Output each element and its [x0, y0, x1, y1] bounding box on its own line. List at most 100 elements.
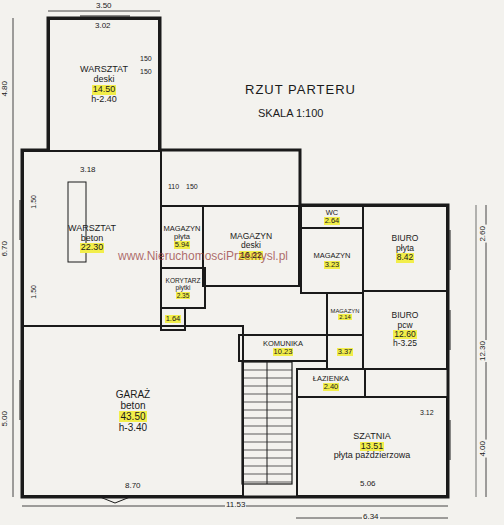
room-text: BIURO: [392, 234, 419, 243]
room-area: 5.94: [174, 241, 191, 249]
room-text: MAGAZYN: [230, 232, 272, 241]
room-text: WARSZTAT: [68, 224, 116, 234]
room-area: 2.14: [338, 314, 351, 320]
room-area: 2.64: [324, 217, 341, 225]
room: KORYTARZpłytki2.35: [160, 267, 206, 309]
room-area: 10.23: [273, 348, 294, 356]
room-area: 3.37: [337, 348, 354, 356]
dimension: 150: [140, 68, 152, 75]
room: MAGAZYNdeski16.22: [202, 205, 300, 287]
room-text: BIURO: [392, 311, 419, 320]
room: WARSZTATbeton22.30: [22, 150, 162, 327]
stair-step: [242, 426, 292, 427]
window: [450, 420, 451, 460]
room-area: 2.35: [176, 292, 191, 299]
room-area: 2.40: [323, 383, 340, 391]
room-area: 3.23: [324, 261, 341, 269]
dimension-line: [476, 205, 477, 497]
dimension: 150: [186, 183, 198, 190]
window: [20, 380, 21, 420]
dimension: 4.80: [1, 80, 9, 98]
room: MAGAZYN3.23: [300, 227, 364, 294]
stair-step: [242, 482, 292, 483]
stair-step: [242, 474, 292, 475]
room-text: płyta paździerzowa: [334, 451, 411, 461]
dimension: 3.02: [95, 22, 111, 30]
dimension: 1.50: [30, 285, 37, 299]
window: [80, 16, 130, 17]
room: WC2.64: [300, 205, 364, 229]
room: 3.37: [326, 334, 364, 370]
stair-step: [242, 370, 292, 371]
stair-step: [242, 386, 292, 387]
room-text: GARAŻ: [116, 389, 150, 400]
room: 1.64: [160, 307, 186, 331]
dimension: 2.60: [479, 225, 487, 243]
room-text: WARSZTAT: [80, 65, 128, 75]
room-text: płytki: [176, 284, 191, 291]
room-area: 12.60: [393, 330, 416, 339]
room-area: 14.50: [92, 85, 117, 95]
room-text: MAGAZYN: [163, 225, 200, 233]
dimension: 5.06: [360, 480, 376, 488]
stair-step: [242, 450, 292, 451]
stair-step: [242, 418, 292, 419]
room-text: WC: [326, 209, 339, 217]
stair-step: [242, 402, 292, 403]
garage-door: [100, 497, 130, 503]
room-text: pcw: [397, 321, 412, 330]
dimension: 110: [168, 183, 179, 190]
room-text: KORYTARZ: [166, 277, 201, 284]
window: [450, 230, 451, 270]
room-text: MAGAZYN: [313, 252, 350, 260]
stair-step: [242, 434, 292, 435]
dimension: 150: [140, 55, 152, 62]
dimension-line: [48, 11, 160, 12]
dimension-line: [13, 18, 14, 497]
room: BIUROpłyta8.42: [362, 205, 448, 292]
room-text: h-3.40: [119, 422, 147, 433]
dimension: 11.53: [225, 501, 246, 509]
room-text: h-3.25: [393, 339, 417, 348]
room-text: h-2.40: [91, 95, 117, 105]
stair-step: [242, 410, 292, 411]
room-text: płyta: [396, 244, 414, 253]
room: BIUROpcw12.60h-3.25: [362, 290, 448, 370]
stair-step: [242, 442, 292, 443]
window: [20, 200, 21, 240]
dimension: 1.50: [30, 195, 37, 209]
room: WARSZTATdeski14.50h-2.40: [48, 18, 160, 152]
room-area: 13.51: [360, 442, 385, 452]
room-text: beton: [81, 234, 104, 244]
room-text: płyta: [174, 233, 190, 241]
stair-step: [242, 458, 292, 459]
room-text: beton: [120, 400, 145, 411]
room-area: 22.30: [80, 243, 105, 253]
dimension: 4.00: [479, 440, 487, 458]
dimension: 5.00: [1, 410, 9, 428]
room-area: 1.64: [165, 315, 182, 323]
stair-step: [242, 466, 292, 467]
room: KOMUNIKA10.23: [238, 334, 328, 362]
stairs: [242, 362, 292, 484]
outer-wall: [22, 18, 448, 497]
room-text: KOMUNIKA: [263, 340, 303, 348]
watermark: www.NieruchomosciPrzemysl.pl: [118, 250, 288, 262]
dimension: 3.50: [95, 2, 113, 10]
dimension: 3.12: [420, 409, 434, 416]
room-text: SZATNIA: [353, 432, 390, 442]
room: ŁAZIENKA2.40: [296, 368, 366, 398]
room: GARAŻbeton43.50h-3.40: [22, 325, 244, 497]
window: [450, 310, 451, 350]
stair-step: [242, 394, 292, 395]
stair-step: [242, 378, 292, 379]
dimension: 6.34: [362, 513, 380, 521]
dimension: 6.70: [1, 240, 9, 258]
scale-note: SKALA 1:100: [258, 108, 323, 119]
room-text: deski: [93, 75, 114, 85]
dimension: 3.18: [80, 166, 96, 174]
dimension: 8.70: [125, 482, 141, 490]
plan-title: RZUT PARTERU: [245, 82, 356, 97]
room: MAGAZYN2.14: [326, 292, 364, 336]
stair-steps: [242, 370, 292, 482]
